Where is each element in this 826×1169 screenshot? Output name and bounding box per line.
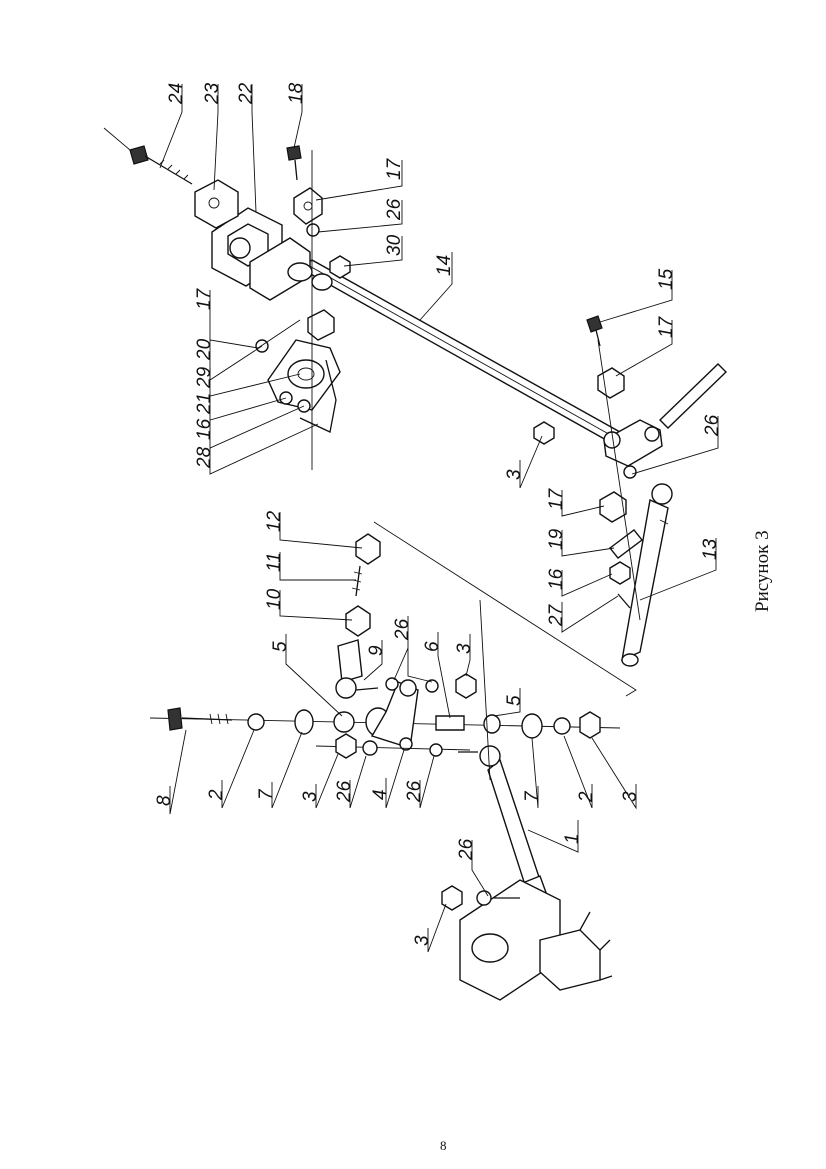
pin-27 (617, 593, 631, 609)
callout-5b: 5 (504, 695, 525, 706)
callout-29: 29 (194, 366, 215, 389)
callout-18: 18 (286, 82, 307, 104)
callout-2b: 2 (576, 791, 597, 803)
bushing-5-left (333, 711, 355, 733)
callout-21: 21 (194, 393, 215, 415)
washer-26-right (623, 465, 637, 479)
callout-2a: 2 (206, 789, 227, 801)
callout-17a: 17 (384, 157, 405, 180)
callout-17c: 17 (194, 287, 215, 310)
callout-3d: 3 (620, 791, 641, 802)
callout-3b: 3 (454, 643, 475, 654)
callout-16a: 16 (194, 418, 215, 440)
callout-6: 6 (422, 641, 443, 652)
nut-3-stack (579, 711, 601, 739)
callout-leaders (159, 84, 719, 953)
screw-11 (351, 565, 363, 597)
callout-22: 22 (236, 82, 257, 105)
sleeve-6 (435, 715, 465, 731)
bolt-18 (286, 145, 302, 181)
callout-26e: 26 (404, 780, 425, 803)
washer-26-stack-b (425, 679, 439, 693)
callout-7b: 7 (522, 790, 543, 802)
callout-14: 14 (434, 255, 455, 276)
callout-15: 15 (656, 268, 677, 290)
nut-16-lower (609, 561, 631, 585)
page-number: 8 (440, 1138, 447, 1153)
bushing-7-right (521, 713, 543, 739)
callout-7a: 7 (256, 788, 277, 800)
exploded-view (103, 127, 727, 1001)
nut-3-stack-top (455, 673, 477, 699)
callout-19: 19 (546, 528, 567, 550)
rod-end-9 (335, 639, 379, 699)
washer-2-right (553, 717, 571, 735)
callout-1: 1 (562, 833, 583, 844)
nut-12 (355, 533, 381, 565)
bushing-5-right (483, 714, 501, 734)
callout-26b: 26 (702, 414, 723, 437)
bolt-8 (167, 707, 233, 731)
washer-26-stack-a (385, 677, 399, 691)
bolt-15 (586, 315, 603, 347)
callout-17d: 17 (546, 487, 567, 510)
washer-26-lower (362, 740, 378, 756)
bushing-7-left (294, 709, 314, 735)
callout-20: 20 (194, 338, 215, 361)
nut-30 (329, 255, 351, 279)
nut-10 (345, 605, 371, 637)
callout-12: 12 (264, 510, 285, 532)
callout-30: 30 (384, 234, 405, 256)
nut-3-lower (335, 733, 357, 759)
block-23 (194, 179, 239, 229)
hub-top (287, 262, 333, 291)
callout-8: 8 (154, 795, 175, 806)
lever-4 (365, 679, 419, 751)
axis-right (597, 339, 641, 621)
callout-3a: 3 (504, 469, 525, 480)
callout-10: 10 (264, 588, 285, 610)
bracket-17-top (293, 187, 323, 225)
callout-26a: 26 (384, 198, 405, 221)
callout-28: 28 (194, 446, 215, 469)
callout-26d: 26 (334, 780, 355, 803)
callout-23: 23 (202, 82, 223, 105)
rod-14 (298, 259, 622, 442)
assembly-leader (373, 521, 637, 697)
callout-17b: 17 (656, 315, 677, 338)
lever-arm-right (603, 363, 727, 467)
callout-5a: 5 (270, 641, 291, 652)
callout-3e: 3 (412, 935, 433, 946)
callout-4: 4 (370, 789, 391, 800)
callout-labels: 24 23 22 18 17 26 30 14 15 17 17 20 29 2… (154, 82, 723, 946)
callout-26f: 26 (456, 838, 477, 861)
bracket-17-lower (599, 491, 627, 523)
callout-3c: 3 (300, 791, 321, 802)
nut-3-right (533, 421, 555, 445)
figure-caption: Рисунок 3 (752, 530, 773, 612)
callout-24: 24 (166, 83, 187, 105)
nut-3-bottom (441, 885, 463, 911)
washer-2-left (247, 713, 265, 731)
lever-bracket-29 (267, 309, 341, 411)
callout-13: 13 (700, 538, 721, 560)
bottom-bracket (459, 879, 613, 1001)
bolt-24 (103, 127, 193, 185)
link-13 (621, 483, 673, 667)
callout-11: 11 (264, 552, 285, 572)
washer-26-top (306, 223, 320, 237)
callout-9: 9 (366, 645, 387, 656)
callout-27: 27 (546, 603, 567, 627)
bracket-17-right (597, 367, 625, 399)
callout-26c: 26 (392, 618, 413, 641)
washer-26-lower-b (429, 743, 443, 757)
callout-16b: 16 (546, 568, 567, 590)
plate-19 (609, 529, 643, 559)
bracket-22 (211, 207, 311, 301)
